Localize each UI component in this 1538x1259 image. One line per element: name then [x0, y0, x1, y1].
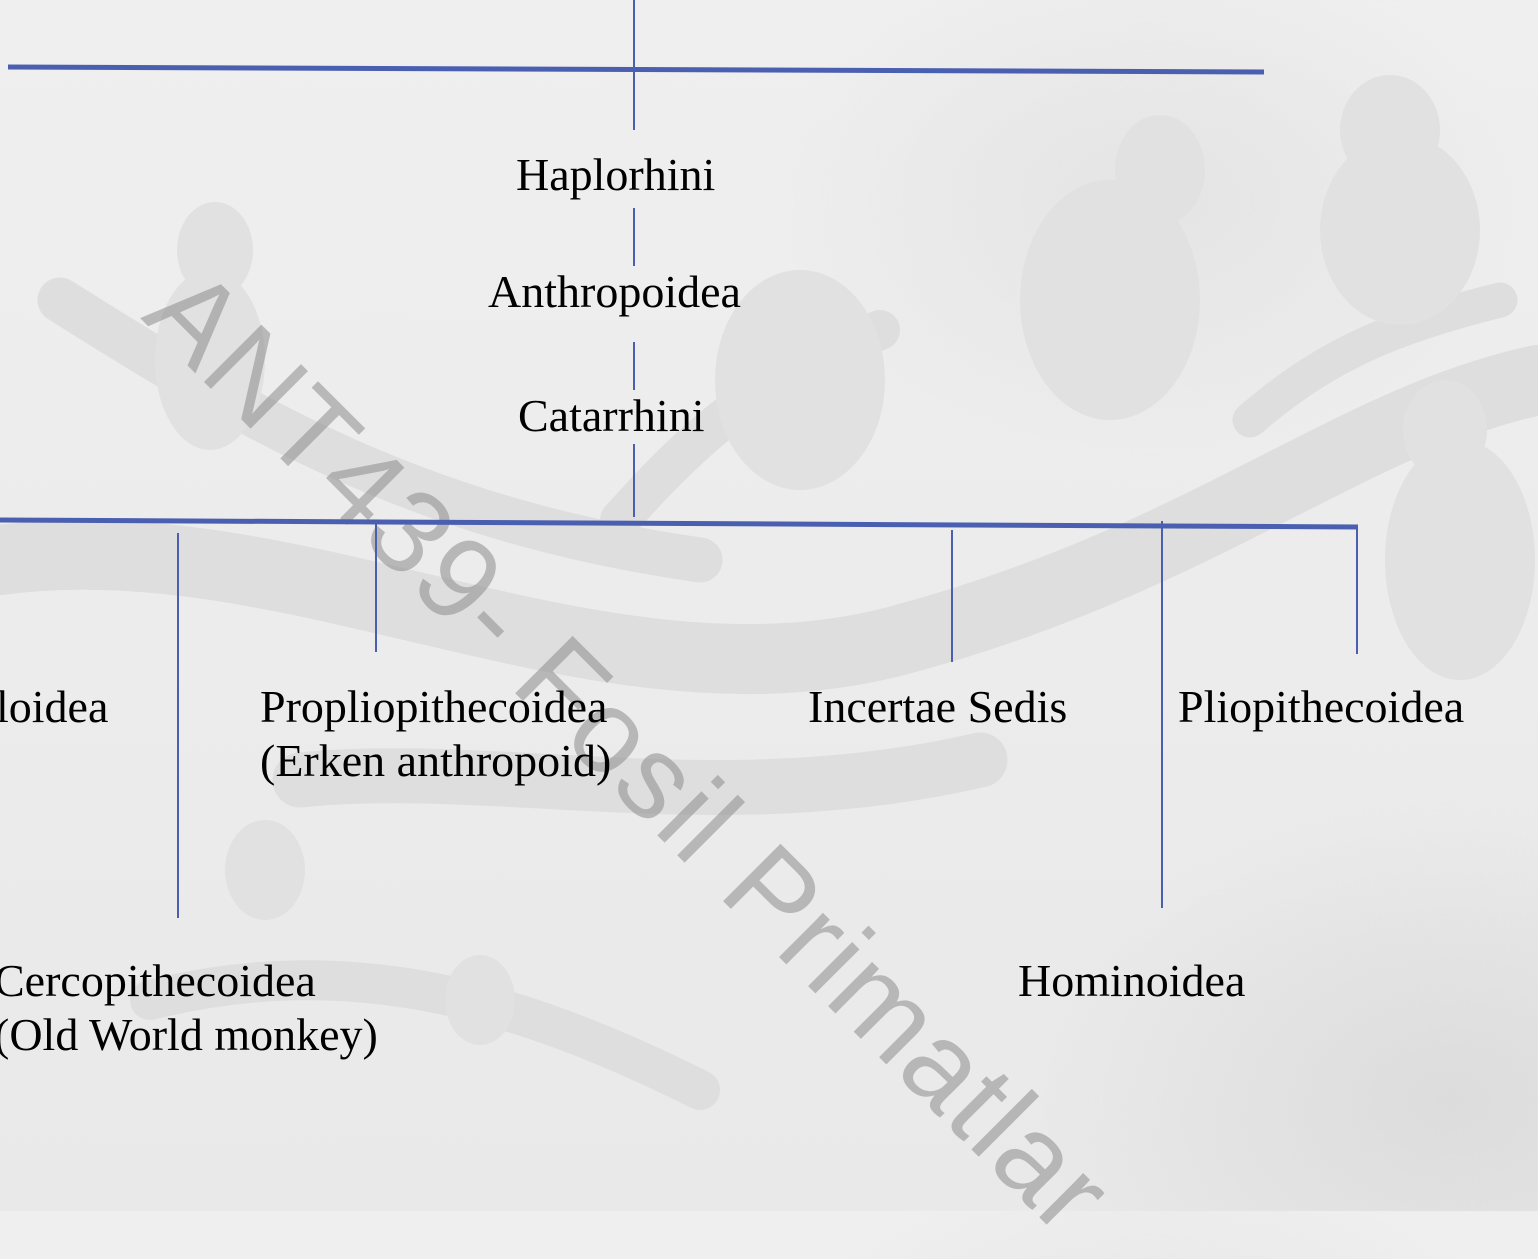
node-anthropoidea: Anthropoidea [488, 265, 741, 319]
node-cercopithecoidea: Cercopithecoidea (Old World monkey) [0, 954, 378, 1062]
node-pliopithecoidea: Pliopithecoidea [1178, 680, 1464, 734]
catarrhini-horizontal-line [0, 520, 1358, 527]
node-propliopithecoidea-note: (Erken anthropoid) [260, 734, 611, 788]
top-horizontal-line [8, 67, 1264, 72]
node-cercopithecoidea-note: (Old World monkey) [0, 1008, 378, 1062]
node-propliopithecoidea: Propliopithecoidea (Erken anthropoid) [260, 680, 611, 788]
node-hominoidea: Hominoidea [1018, 954, 1245, 1008]
node-incertae-sedis: Incertae Sedis [808, 680, 1067, 734]
node-left-clipped: loidea [0, 680, 108, 734]
node-catarrhini: Catarrhini [518, 389, 705, 443]
node-cercopithecoidea-name: Cercopithecoidea [0, 954, 378, 1008]
node-propliopithecoidea-name: Propliopithecoidea [260, 680, 611, 734]
node-haplorhini: Haplorhini [516, 148, 715, 202]
